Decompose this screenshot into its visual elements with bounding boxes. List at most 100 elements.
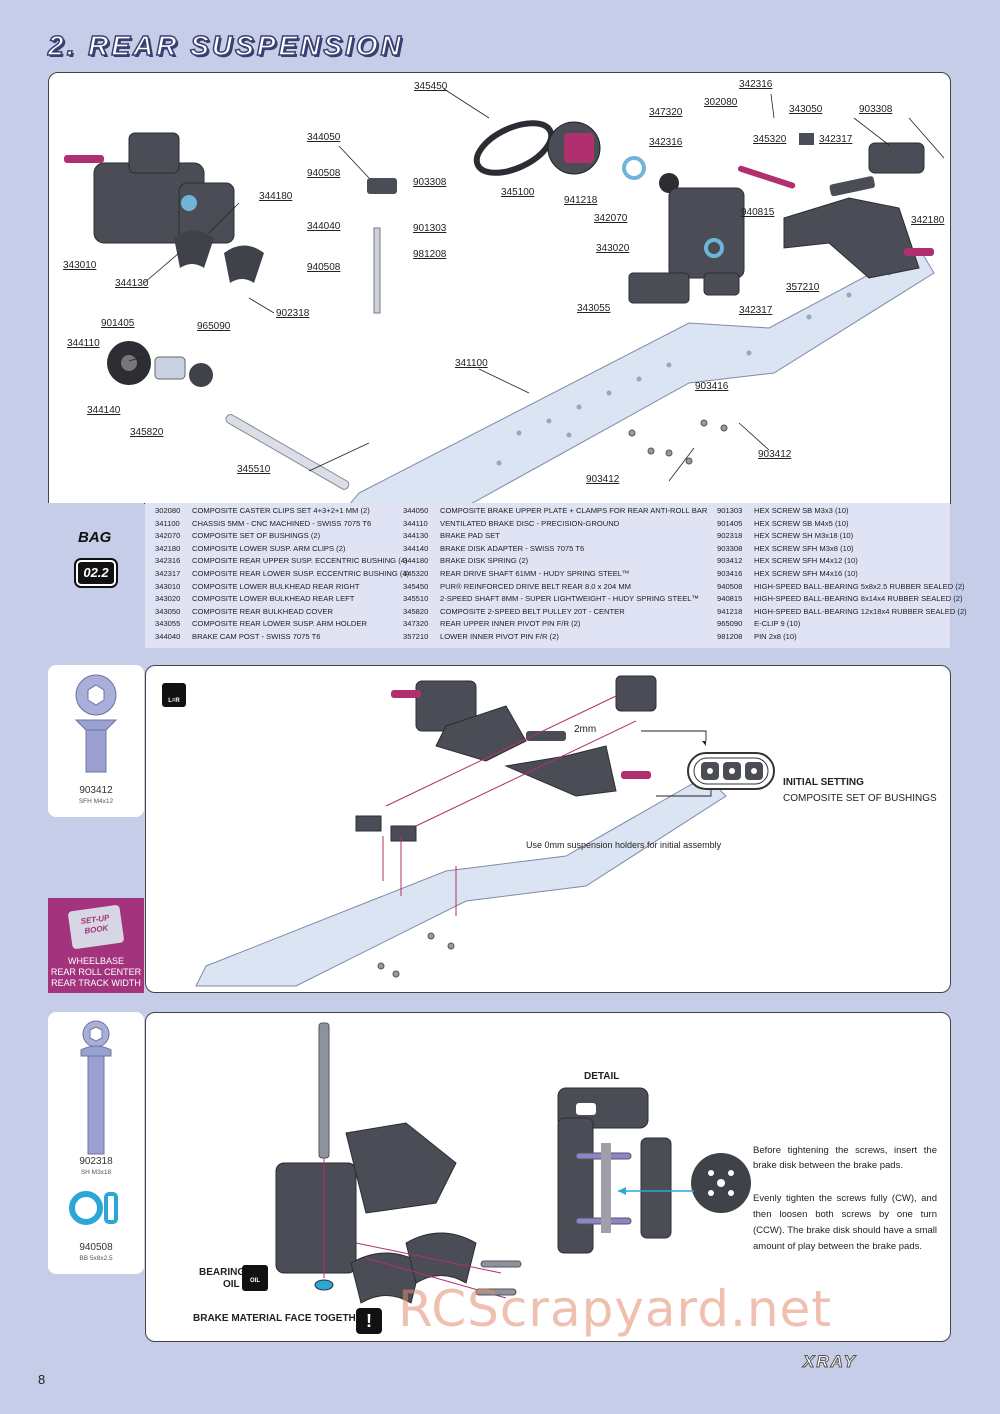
part-label: 903308 xyxy=(859,104,893,115)
part-code: 302080 xyxy=(155,506,181,515)
step2-part-icons xyxy=(69,1020,118,1225)
part-label: 342316 xyxy=(739,79,773,90)
part-label: 344040 xyxy=(307,221,341,232)
part-code: 941218 xyxy=(717,606,743,616)
brake-material-warning: BRAKE MATERIAL FACE TOGETHER xyxy=(193,1313,370,1324)
part-label: 345100 xyxy=(501,187,535,198)
part-description: PUR® REINFORCED DRIVE BELT REAR 8.0 x 20… xyxy=(440,581,631,591)
initial-assembly-note: Use 0mm suspension holders for initial a… xyxy=(526,840,722,850)
part-label: 901303 xyxy=(413,223,447,234)
part-label: 902318 xyxy=(276,308,310,319)
part-code: 902318 xyxy=(717,531,743,541)
part-description: BRAKE DISK SPRING (2) xyxy=(440,556,529,566)
part-label: 343010 xyxy=(63,260,97,271)
part-description: COMPOSITE REAR LOWER SUSP. ARM HOLDER xyxy=(192,619,367,629)
step2-diagram xyxy=(275,1022,751,1304)
part-code: 981208 xyxy=(717,631,743,641)
part-description: COMPOSITE REAR UPPER SUSP. ECCENTRIC BUS… xyxy=(192,556,408,566)
part-label: 344140 xyxy=(87,405,121,416)
oil-label: OIL xyxy=(223,1279,240,1290)
part-code: 903416 xyxy=(717,568,743,578)
part-description: CHASSIS 5MM - CNC MACHINED - SWISS 7075 … xyxy=(192,518,372,528)
part-label: 342317 xyxy=(739,305,773,316)
part-description: HIGH-SPEED BALL-BEARING 12x18x4 RUBBER S… xyxy=(754,606,967,616)
part-description: COMPOSITE BRAKE UPPER PLATE + CLAMPS FOR… xyxy=(440,506,708,515)
part-label: 342070 xyxy=(594,213,628,224)
part-label: 965090 xyxy=(197,321,231,332)
part-code: 342070 xyxy=(155,531,181,541)
part-code: 342180 xyxy=(155,543,181,553)
part-description: HEX SCREW SB M3x3 (10) xyxy=(754,506,849,515)
part-code: 940508 xyxy=(717,581,743,591)
part-description: HEX SCREW SFH M3x8 (10) xyxy=(754,543,854,553)
part-description: COMPOSITE REAR LOWER SUSP. ECCENTRIC BUS… xyxy=(192,568,410,578)
detail-label: DETAIL xyxy=(584,1071,620,1082)
step2-bearing-sub: BB 5x8x2.5 xyxy=(79,1255,113,1262)
part-code: 343055 xyxy=(155,619,181,629)
step1-part-sub: SFH M4x12 xyxy=(78,798,114,805)
part-description: E-CLIP 9 (10) xyxy=(754,619,801,629)
part-code: 345820 xyxy=(403,606,429,616)
setup-line-wheelbase: WHEELBASE xyxy=(67,956,125,966)
part-label: 345820 xyxy=(130,427,164,438)
lr-icon: L=R xyxy=(162,683,186,707)
part-description: HIGH-SPEED BALL-BEARING 8x14x4 RUBBER SE… xyxy=(754,594,963,604)
part-description: COMPOSITE LOWER BULKHEAD REAR LEFT xyxy=(192,594,355,604)
part-code: 903412 xyxy=(717,556,743,566)
parts-row: 940508 HIGH-SPEED BALL-BEARING 5x8x2.5 RU… xyxy=(717,581,967,594)
part-label: 342316 xyxy=(649,137,683,148)
oil-can-icon: OIL xyxy=(242,1265,268,1291)
detail-view xyxy=(557,1087,672,1254)
part-description: 2-SPEED SHAFT 8MM - SUPER LIGHTWEIGHT - … xyxy=(440,594,700,604)
socket-head-screw-icon xyxy=(80,1020,112,1155)
part-label: 941218 xyxy=(564,195,598,206)
setup-book-icon: SET-UP BOOK xyxy=(67,904,125,950)
brake-instruction-2: Evenly tighten the screws fully (CW), an… xyxy=(753,1193,937,1252)
setup-line-track-width: REAR TRACK WIDTH xyxy=(51,978,141,988)
part-label: 940508 xyxy=(307,168,341,179)
part-description: REAR UPPER INNER PIVOT PIN F/R (2) xyxy=(440,619,581,629)
part-description: HIGH-SPEED BALL-BEARING 5x8x2.5 RUBBER S… xyxy=(754,581,965,591)
lower-arm xyxy=(783,197,920,279)
part-label: 903416 xyxy=(695,381,729,392)
part-label: 344050 xyxy=(307,132,341,143)
part-label: 343020 xyxy=(596,243,630,254)
part-label: 302080 xyxy=(704,97,738,108)
parts-row: 343055 COMPOSITE REAR LOWER SUSP. ARM HOL… xyxy=(155,618,409,631)
bushing-set-icon xyxy=(687,752,775,790)
part-description: VENTILATED BRAKE DISC - PRECISION-GROUND xyxy=(440,518,620,528)
part-label: 344130 xyxy=(115,278,149,289)
step1-part-card: 903412 SFH M4x12 xyxy=(48,665,144,817)
step2-screw-code: 902318 xyxy=(79,1156,113,1167)
part-label: 903412 xyxy=(586,474,620,485)
part-label: 343055 xyxy=(577,303,611,314)
part-label: 342180 xyxy=(911,215,945,226)
part-label: 347320 xyxy=(649,107,683,118)
step1-part-code: 903412 xyxy=(79,785,113,796)
chassis-plate xyxy=(350,247,935,503)
step2-panel: DETAIL Before tightening the screws, ins… xyxy=(145,1012,951,1342)
part-code: 901405 xyxy=(717,518,743,528)
parts-row: 342316 COMPOSITE REAR UPPER SUSP. ECCENTR… xyxy=(155,555,409,568)
part-code: 901303 xyxy=(717,506,743,515)
part-code: 342316 xyxy=(155,556,181,566)
part-label: 341100 xyxy=(455,358,488,369)
step1-diagram xyxy=(195,675,775,987)
part-code: 342317 xyxy=(155,568,181,578)
